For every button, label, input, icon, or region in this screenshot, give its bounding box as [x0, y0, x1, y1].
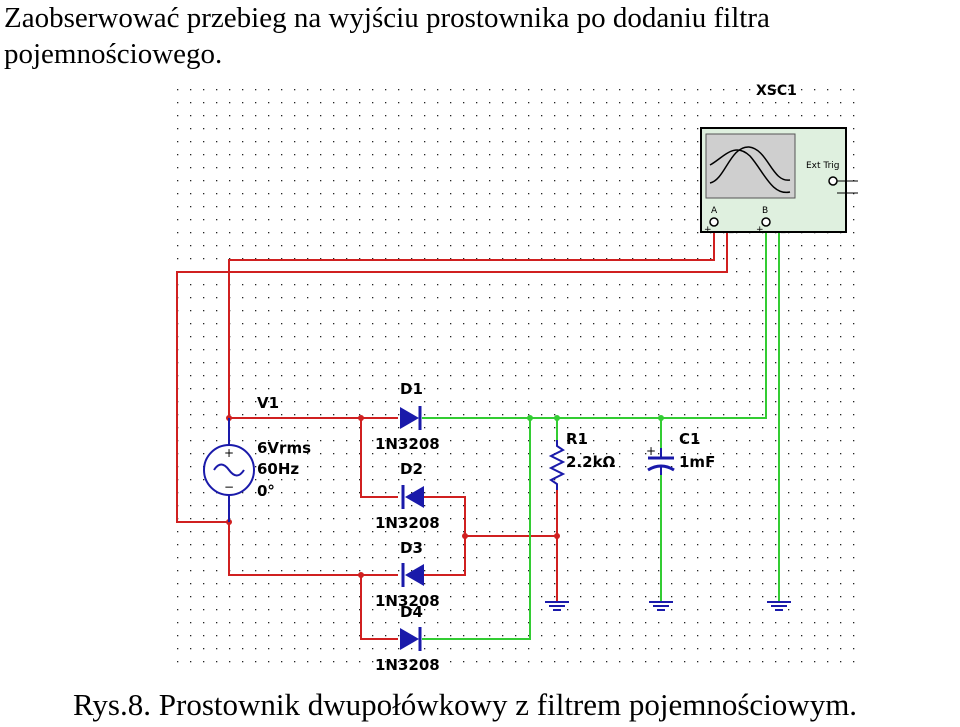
resistor-r1-value: 2.2kΩ [566, 453, 616, 471]
diode-d2-name: D2 [400, 460, 423, 478]
ac-source-v1[interactable]: + − [203, 418, 255, 522]
instruction-line-2: pojemnościowego. [4, 38, 223, 70]
ground-icon [767, 601, 791, 611]
resistor-r1-name: R1 [566, 430, 588, 448]
wire-d1-d2-anode-left [360, 418, 398, 498]
ground-symbols [545, 601, 791, 611]
wires-green [422, 228, 780, 640]
channel-a-minus: _ [728, 224, 734, 234]
channel-b-plus: + [756, 225, 764, 235]
diode-d1[interactable] [400, 406, 422, 430]
ground-icon [649, 601, 673, 611]
ext-trig-terminal [828, 176, 838, 186]
diode-d2-model: 1N3208 [375, 514, 440, 532]
wire-source-bottom-to-d3 [228, 480, 398, 576]
wire-scope-a-minus-to-source-bottom [176, 228, 728, 523]
instruction-text: Zaobserwować przebieg na wyjściu prostow… [4, 0, 954, 72]
capacitor-c1-value: 1mF [679, 453, 715, 471]
resistor-r1[interactable] [548, 440, 566, 490]
channel-a-terminal [709, 217, 719, 227]
diode-d2[interactable] [401, 485, 424, 509]
oscilloscope-screen [705, 133, 796, 199]
source-plus-sign: + [224, 446, 234, 460]
channel-b-terminal [761, 217, 771, 227]
wire-d2-d3-right [422, 496, 466, 576]
capacitor-c1-name: C1 [679, 430, 700, 448]
channel-a-plus: + [704, 225, 712, 235]
ext-trig-label: Ext Trig [806, 161, 840, 171]
junction-dots [226, 415, 664, 578]
diode-d3-name: D3 [400, 539, 423, 557]
source-frequency-label: 60Hz [257, 460, 299, 478]
diode-d1-model: 1N3208 [375, 435, 440, 453]
wire-scope-a-to-source-top [228, 228, 715, 418]
figure-caption: Rys.8. Prostownik dwupołówkowy z filtrem… [73, 687, 858, 722]
source-voltage-label: 6Vrms [257, 439, 311, 457]
capacitor-c1[interactable]: + [646, 444, 675, 475]
channel-b-label: B [762, 206, 768, 216]
ground-icon [545, 601, 569, 611]
source-minus-sign: − [224, 480, 234, 494]
oscilloscope-name: XSC1 [756, 83, 797, 99]
scope-trace-a [709, 146, 791, 184]
wire-d3-d4-left [360, 575, 398, 640]
capacitor-plus-sign: + [646, 444, 656, 458]
diode-d4-name: D4 [400, 603, 423, 621]
diode-d3-model: 1N3208 [375, 592, 440, 610]
diode-d4[interactable] [400, 627, 422, 651]
diode-d4-model: 1N3208 [375, 656, 440, 674]
wire-positive-rail [422, 228, 767, 419]
wire-d4-to-rail [422, 418, 531, 640]
scope-trace-b [709, 149, 791, 194]
source-phase-label: 0° [257, 482, 275, 500]
diode-d1-name: D1 [400, 380, 423, 398]
source-name-label: V1 [257, 394, 279, 412]
instruction-line-1: Zaobserwować przebieg na wyjściu prostow… [4, 2, 770, 34]
diode-d3[interactable] [401, 563, 424, 587]
sine-wave-icon [213, 463, 245, 477]
oscilloscope-xsc1[interactable]: Ext Trig A B + _ + _ [700, 127, 858, 235]
channel-a-label: A [711, 206, 718, 216]
channel-b-minus: _ [780, 224, 786, 234]
wires-red [176, 228, 728, 640]
